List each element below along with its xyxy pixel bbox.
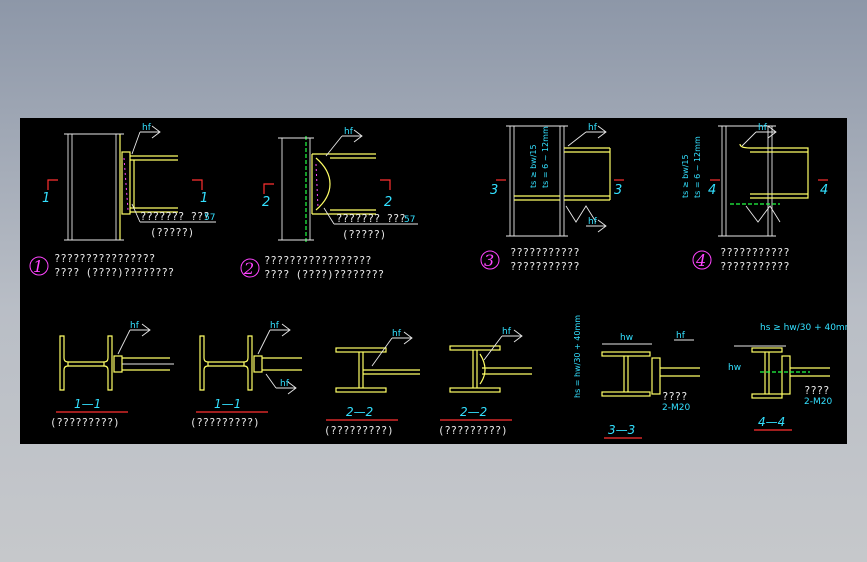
detail-4-title-line2: ??????????? [720, 261, 790, 273]
weld-hf-label-3: hf [588, 123, 598, 133]
detail-1-number: 1 [33, 257, 43, 276]
section-3-3: hw hs = hw/30 + 40mm hf ???? 2-M20 3—3 [573, 315, 700, 439]
detail-1-drawing: hf ??????? ??? 57 (?????) 1 1 1 ????????… [29, 123, 216, 279]
section-3-3-label: 3—3 [608, 423, 635, 437]
section-2-2-b-label: 2—2 [460, 405, 487, 419]
cut-1-left: 1 [42, 191, 50, 206]
detail-4-dim-a: ts ≥ bw/15 [681, 154, 690, 198]
section-1-1-a: hf 1—1 (?????????) [50, 321, 174, 429]
cut-1-right: 1 [200, 191, 208, 206]
detail-3-title-line2: ??????????? [510, 261, 580, 273]
weld-hf-label-s1a: hf [130, 321, 140, 331]
weld-hf-label-4: hf [758, 123, 768, 133]
weld-hf-label-1: hf [142, 123, 152, 133]
drawing-svg: hf ??????? ??? 57 (?????) 1 1 1 ????????… [29, 123, 847, 439]
sec4-dim-top: hs ≥ hw/30 + 40mm [760, 323, 847, 333]
detail-1-weld-sub: (?????) [150, 227, 194, 239]
weld-hf-label-s1b2: hf [280, 379, 290, 389]
detail-2-number: 2 [243, 259, 254, 278]
cut-2-left: 2 [262, 195, 270, 210]
cut-4-right: 4 [820, 183, 828, 198]
detail-1-title-line1: ???????????????? [54, 253, 155, 265]
detail-2-weld-note: ??????? ??? [336, 213, 406, 225]
section-4-4-label: 4—4 [758, 415, 785, 429]
cut-4-left: 4 [708, 183, 716, 198]
detail-3-dim-a: ts ≥ bw/15 [529, 144, 538, 188]
cut-3-right: 3 [614, 183, 622, 198]
detail-4-number: 4 [695, 251, 706, 270]
detail-3-number: 3 [484, 251, 494, 270]
detail-2-title-line2: ???? (????)???????? [264, 269, 384, 281]
weld-hf-label-s2b: hf [502, 327, 512, 337]
weld-hf-label-2: hf [344, 127, 354, 137]
section-1-1-a-label: 1—1 [74, 397, 101, 411]
detail-2-weld-sub: (?????) [342, 229, 386, 241]
weld-hf-label-3b: hf [588, 217, 598, 227]
detail-2-title-line1: ????????????????? [264, 255, 371, 267]
sec4-bolt-spec: 2-M20 [804, 397, 832, 407]
detail-3-drawing: ts ≥ bw/15 ts = 6 ~ 12mm hf hf 3 3 3 ???… [480, 123, 624, 273]
sec4-bolts: ???? [804, 385, 829, 397]
sec4-dim-hw: hw [728, 363, 741, 373]
section-2-2-a-sub: (?????????) [324, 425, 394, 437]
cut-3-left: 3 [490, 183, 498, 198]
weld-hf-label-s3: hf [676, 331, 686, 341]
section-1-1-b: hf hf 1—1 (?????????) [190, 321, 302, 429]
weld-hf-label-s1b: hf [270, 321, 280, 331]
section-2-2-a: hf 2—2 (?????????) [324, 329, 420, 437]
sec3-bolts: ???? [662, 391, 687, 403]
cut-2-right: 2 [384, 195, 392, 210]
weld-hf-label-s2a: hf [392, 329, 402, 339]
detail-4-dim-b: ts = 6 ~ 12mm [693, 136, 702, 198]
section-2-2-b: hf 2—2 (?????????) [438, 327, 532, 437]
cad-drawing-canvas: hf ??????? ??? 57 (?????) 1 1 1 ????????… [20, 118, 847, 444]
section-1-1-b-label: 1—1 [214, 397, 241, 411]
section-2-2-a-label: 2—2 [346, 405, 373, 419]
section-1-1-a-sub: (?????????) [50, 417, 120, 429]
section-4-4: hw hs ≥ hw/30 + 40mm ???? 2-M20 4—4 [728, 323, 847, 431]
sec3-dim-hw: hw [620, 333, 633, 343]
detail-1-weld-note: ??????? ??? [140, 211, 210, 223]
detail-4-drawing: ts ≥ bw/15 ts = 6 ~ 12mm hf 4 4 4 ??????… [681, 123, 828, 273]
detail-2-drawing: hf ??????? ??? 57 (?????) 2 2 2 ????????… [240, 127, 418, 281]
detail-3-dim-b: ts = 6 ~ 12mm [541, 126, 550, 188]
section-1-1-b-sub: (?????????) [190, 417, 260, 429]
detail-2-weld-num: 57 [404, 215, 415, 225]
section-2-2-b-sub: (?????????) [438, 425, 508, 437]
detail-4-title-line1: ??????????? [720, 247, 790, 259]
detail-1-weld-num: 57 [204, 213, 215, 223]
sec3-dim-hs: hs = hw/30 + 40mm [573, 315, 582, 398]
sec3-bolt-spec: 2-M20 [662, 403, 690, 413]
detail-1-title-line2: ???? (????)???????? [54, 267, 174, 279]
detail-3-title-line1: ??????????? [510, 247, 580, 259]
